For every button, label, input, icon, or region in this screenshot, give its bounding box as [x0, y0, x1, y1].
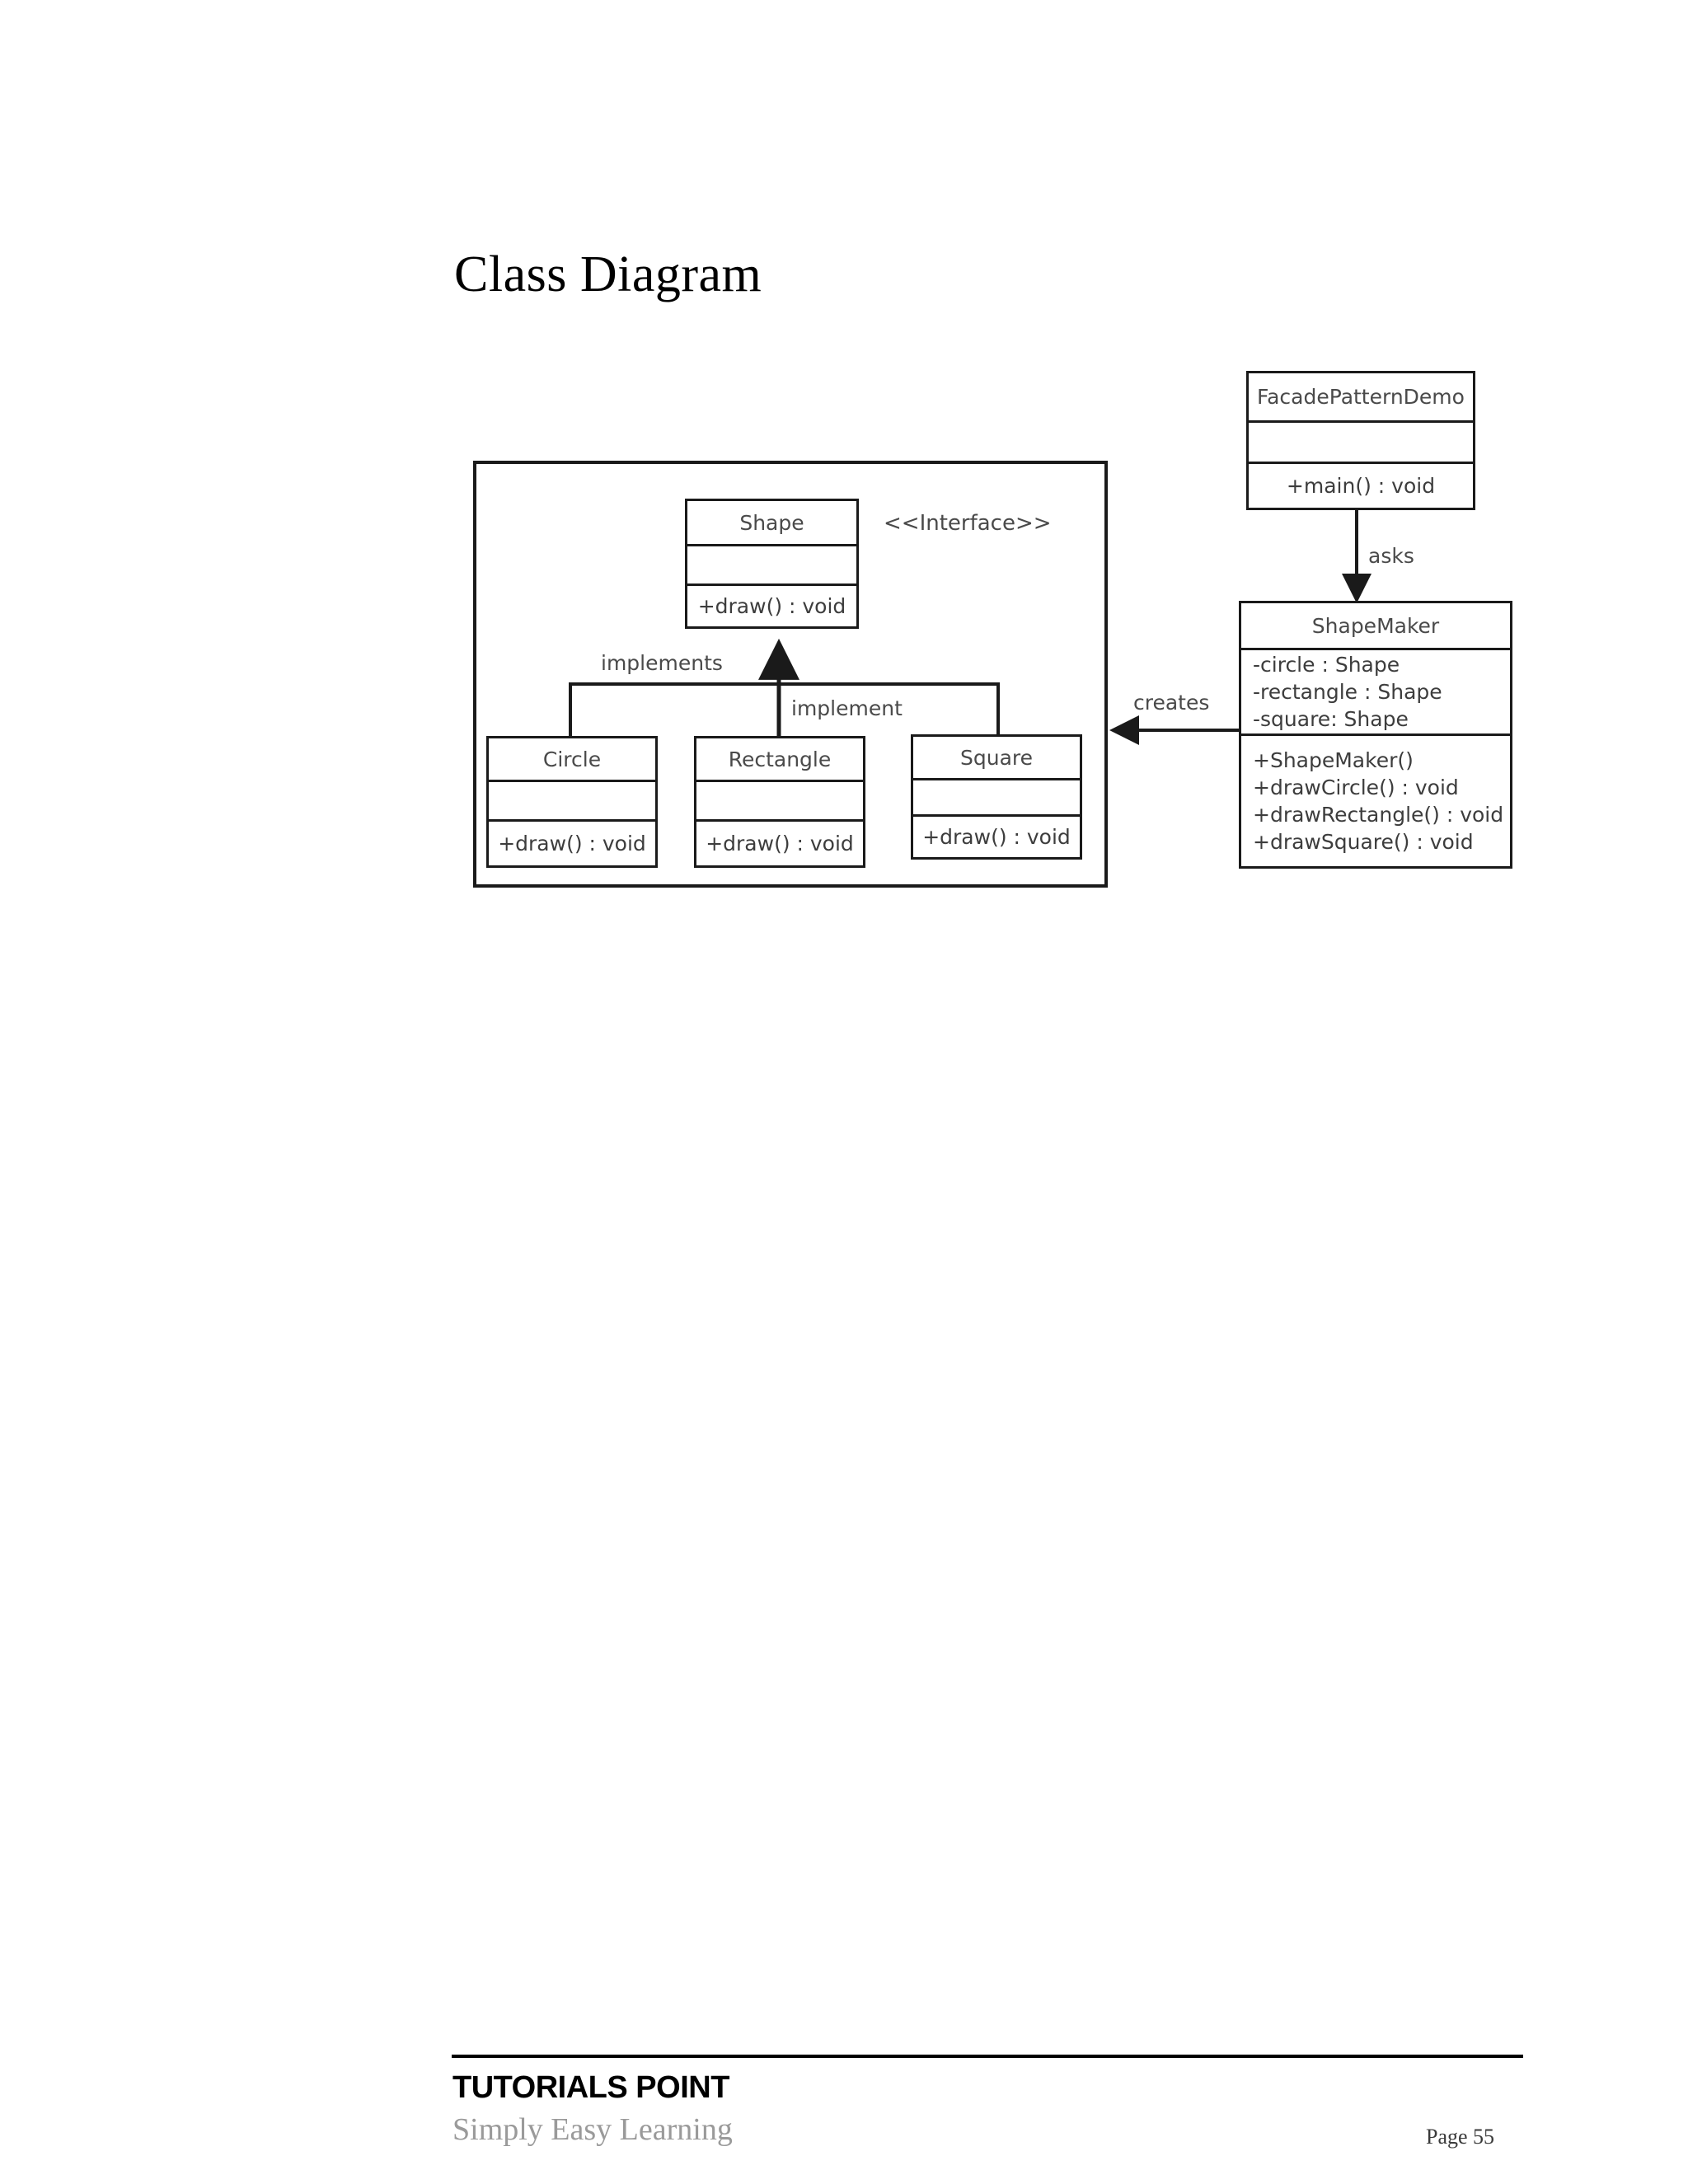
class-box-square[interactable]: Square +draw() : void — [911, 734, 1082, 860]
operation-item: +draw() : void — [498, 831, 646, 855]
operation-item: +drawSquare() : void — [1253, 830, 1474, 855]
class-box-facadepatterndemo[interactable]: FacadePatternDemo +main() : void — [1246, 371, 1475, 510]
edge-label-implements: implements — [601, 651, 723, 675]
class-attributes-circle — [489, 780, 655, 819]
class-operations-shape: +draw() : void — [687, 583, 856, 626]
operation-item: +drawCircle() : void — [1253, 775, 1459, 799]
class-name-rectangle: Rectangle — [728, 747, 832, 771]
class-operations-rectangle: +draw() : void — [696, 819, 863, 865]
attribute-item: -circle : Shape — [1253, 652, 1400, 677]
operation-item: +drawRectangle() : void — [1253, 803, 1504, 827]
class-box-shape[interactable]: Shape +draw() : void — [685, 499, 859, 629]
class-name-shape: Shape — [739, 510, 804, 535]
attribute-item: -rectangle : Shape — [1253, 679, 1442, 704]
package-boundary — [473, 461, 1108, 888]
operation-item: +main() : void — [1286, 473, 1436, 498]
page-title: Class Diagram — [454, 246, 762, 302]
attribute-item: -square: Shape — [1253, 707, 1409, 732]
edge-label-implement: implement — [791, 696, 903, 720]
class-attributes-square — [913, 778, 1080, 814]
class-box-shapemaker[interactable]: ShapeMaker -circle : Shape -rectangle : … — [1239, 601, 1512, 869]
class-name-facadepatterndemo: FacadePatternDemo — [1257, 385, 1465, 409]
edge-label-asks: asks — [1368, 544, 1414, 568]
class-name-circle: Circle — [542, 747, 602, 771]
class-attributes-facadepatterndemo — [1249, 420, 1473, 462]
footer-tagline: Simply Easy Learning — [452, 2112, 733, 2147]
class-operations-circle: +draw() : void — [489, 819, 655, 865]
operation-item: +ShapeMaker() — [1253, 748, 1414, 772]
footer-page-number: Page 55 — [1426, 2125, 1495, 2149]
footer-brand: TUTORIALS POINT — [452, 2070, 729, 2105]
interface-stereotype-label: <<Interface>> — [884, 511, 1052, 536]
class-operations-shapemaker: +ShapeMaker() +drawCircle() : void +draw… — [1241, 733, 1510, 866]
operation-item: +draw() : void — [706, 831, 854, 855]
footer-divider — [452, 2055, 1523, 2058]
class-name-shapemaker: ShapeMaker — [1311, 613, 1440, 638]
operation-item: +draw() : void — [697, 593, 846, 618]
class-attributes-shapemaker: -circle : Shape -rectangle : Shape -squa… — [1241, 648, 1510, 733]
class-box-rectangle[interactable]: Rectangle +draw() : void — [694, 736, 865, 868]
class-name-square: Square — [959, 745, 1033, 770]
class-operations-square: +draw() : void — [913, 814, 1080, 857]
class-attributes-rectangle — [696, 780, 863, 819]
class-operations-facadepatterndemo: +main() : void — [1249, 462, 1473, 508]
class-box-circle[interactable]: Circle +draw() : void — [486, 736, 658, 868]
class-attributes-shape — [687, 544, 856, 583]
edge-label-creates: creates — [1133, 691, 1210, 715]
operation-item: +draw() : void — [922, 824, 1071, 849]
